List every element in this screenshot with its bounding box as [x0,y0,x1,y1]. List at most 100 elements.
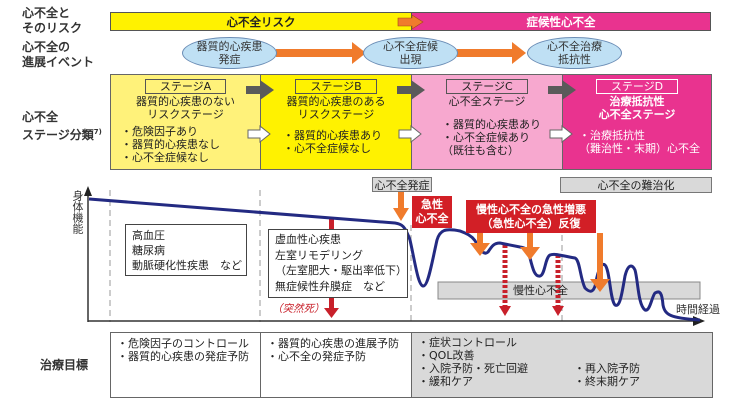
goal-item: ・器質的心疾患の進展予防 [267,337,399,350]
row-label-events-line2: 進展イベント [22,55,95,69]
stage-a-desc-line2: リスクステージ [147,108,224,121]
acute-hf-line1: 急性 [421,198,443,211]
row-label-events-line1: 心不全の [22,40,71,54]
stage-a-bullets: ・危険因子あり ・器質的心疾患なし ・心不全症候なし [121,125,220,164]
goal-item: ・終末期ケア [574,375,640,388]
stage-c-bullet: ・心不全症候あり [442,131,530,144]
onset-label: 心不全発症 [372,177,432,192]
stage-progress-arrow-icon-cd [548,80,576,100]
stage-c-desc: 心不全ステージ [449,95,526,108]
event-arrow-icon-2 [457,42,526,64]
stage-d-desc: 治療抵抗性心不全ステージ [599,95,676,121]
stage-a-bullet: ・心不全症候なし [121,151,209,164]
stage-b-disease-item: 左室リモデリング [275,248,363,262]
stage-b-disease-item: 無症候性弁膜症 など [275,279,385,293]
stage-c-bullets: ・器質的心疾患あり ・心不全症候あり （既往も含む） [442,118,541,157]
stage-b-box: ステージB 器質的心疾患のあるリスクステージ ・器質的心疾患あり ・心不全症候な… [260,74,412,170]
stage-d-box: ステージD 治療抵抗性心不全ステージ ・治療抵抗性 （難治性・末期）心不全 [562,74,712,170]
row-label-risk-line2: そのリスク [22,21,83,35]
exacerbation-arrow-icon-3 [590,233,610,292]
stage-a-desc: 器質的心疾患のないリスクステージ [136,95,235,121]
onset-arrow-icon [393,192,409,221]
acute-hf-label: 急性 心不全 [412,196,452,228]
sudden-death-label: （突然死） [272,303,325,315]
stage-c-bullet: （既往も含む） [442,144,519,157]
stage-b-diseases: 虚血性心疾患 左室リモデリング （左室肥大・駆出率低下） 無症候性弁膜症 など [268,229,408,298]
event-symptom-onset: 心不全症候 出現 [363,37,458,69]
event-2-line2: 出現 [399,53,422,66]
physical-function-curve [88,197,701,322]
row-label-goals: 治療目標 [40,358,89,372]
goal-item: ・危険因子のコントロール [117,337,249,350]
refractory-label: 心不全の難治化 [560,177,712,193]
exacerbation-line1: 慢性心不全の急性増悪 [476,202,586,216]
stage-b-desc-line2: リスクステージ [297,108,375,121]
stage-d-bullet: ・治療抵抗性 [579,129,645,142]
stage-d-bullet: （難治性・末期）心不全 [579,142,700,155]
stage-b-disease-item: （左室肥大・駆出率低下） [275,264,407,277]
stage-c-bullet: ・器質的心疾患あり [442,118,541,131]
goal-item: ・QOL改善 [418,349,475,362]
event-structural-disease-onset: 器質的心疾患 発症 [182,37,277,69]
goals-stage-cd: ・症状コントロール ・QOL改善 ・入院予防・死亡回避 ・緩和ケア ・再入院予防… [411,332,713,398]
stage-progress-arrow-icon-ab [246,80,274,100]
stage-a-desc-line1: 器質的心疾患のない [136,95,235,108]
exacerbation-arrow-icon-2 [520,233,540,260]
row-label-stages: 心不全 ステージ分類7) [22,110,102,143]
event-treatment-resistance: 心不全治療 抵抗性 [527,37,622,69]
stage-a-disease-item: 糖尿病 [132,244,165,257]
stage-criteria-arrow-icon-bc [398,124,422,144]
stage-d-desc-line1: 治療抵抗性 [609,95,665,108]
event-3-line2: 抵抗性 [558,53,591,66]
row-label-stages-line2: ステージ分類 [22,128,94,142]
stage-criteria-arrow-icon-ab [247,124,271,144]
row-label-stages-line1: 心不全 [22,110,59,124]
stage-d-title: ステージD [595,79,679,94]
stage-d-bullets: ・治療抵抗性 （難治性・末期）心不全 [579,129,700,155]
goal-item: ・入院予防・死亡回避 [418,362,528,375]
goals-stage-cd-left: ・症状コントロール ・QOL改善 ・入院予防・死亡回避 ・緩和ケア [418,336,528,388]
stage-a-bullet: ・器質的心疾患なし [121,138,220,151]
exacerbation-arrows [470,233,610,292]
risk-transition-arrow-icon [397,14,424,30]
stage-c-box: ステージC 心不全ステージ ・器質的心疾患あり ・心不全症候あり （既往も含む） [411,74,563,170]
stage-b-bullet: ・器質的心疾患あり [283,129,382,142]
stage-b-desc-line1: 器質的心疾患のある [286,95,386,108]
goal-item: ・器質的心疾患の発症予防 [117,350,249,363]
risk-bar-left-label: 心不全リスク [226,14,296,29]
event-arrow-icon-1 [276,42,366,64]
event-1-line1: 器質的心疾患 [196,40,263,53]
y-axis-arrow-icon [84,186,92,196]
exacerbation-arrow-icon-1 [470,233,490,256]
disease-course-chart [84,186,705,326]
stage-b-title: ステージB [295,79,377,94]
sudden-death-dashed-arrow-icon-1 [499,245,511,316]
event-2-line1: 心不全症候 [383,40,438,53]
risk-bar-right-label: 症候性心不全 [526,14,596,29]
stage-b-disease-item: 虚血性心疾患 [275,233,341,246]
event-arrows [276,42,526,64]
sudden-death-dashed-arrow-icon-2 [552,255,564,316]
goal-item: ・症状コントロール [418,336,517,349]
reference-mark: 7) [93,128,102,136]
exacerbation-label: 慢性心不全の急性増悪 （急性心不全）反復 [466,200,596,233]
chronic-hf-label: 慢性心不全 [513,284,568,297]
goal-item: ・心不全の発症予防 [267,350,366,363]
stage-progress-arrow-icon-bc [397,80,425,100]
stage-c-title: ステージC [446,79,528,94]
row-label-risk: 心不全と そのリスク [22,6,82,36]
goals-stage-cd-right: ・再入院予防 ・終末期ケア [574,362,640,388]
stage-a-disease-item: 動脈硬化性疾患 など [132,259,242,272]
event-3-line1: 心不全治療 [547,40,602,53]
goal-item: ・再入院予防 [574,362,640,375]
stage-b-desc: 器質的心疾患のあるリスクステージ [287,95,386,121]
exacerbation-line2: （急性心不全）反復 [481,216,581,230]
acute-hf-line2: 心不全 [415,212,449,225]
stage-a-box: ステージA 器質的心疾患のないリスクステージ ・危険因子あり ・器質的心疾患なし… [110,74,261,170]
stage-arrows [246,80,576,144]
risk-bar-magenta: 症候性心不全 [411,12,711,31]
goals-stage-b: ・器質的心疾患の進展予防 ・心不全の発症予防 [260,332,412,398]
stage-b-bullets: ・器質的心疾患あり ・心不全症候なし [283,129,382,155]
stage-criteria-arrow-icon-cd [549,124,573,144]
stage-a-disease-item: 高血圧 [132,229,165,242]
